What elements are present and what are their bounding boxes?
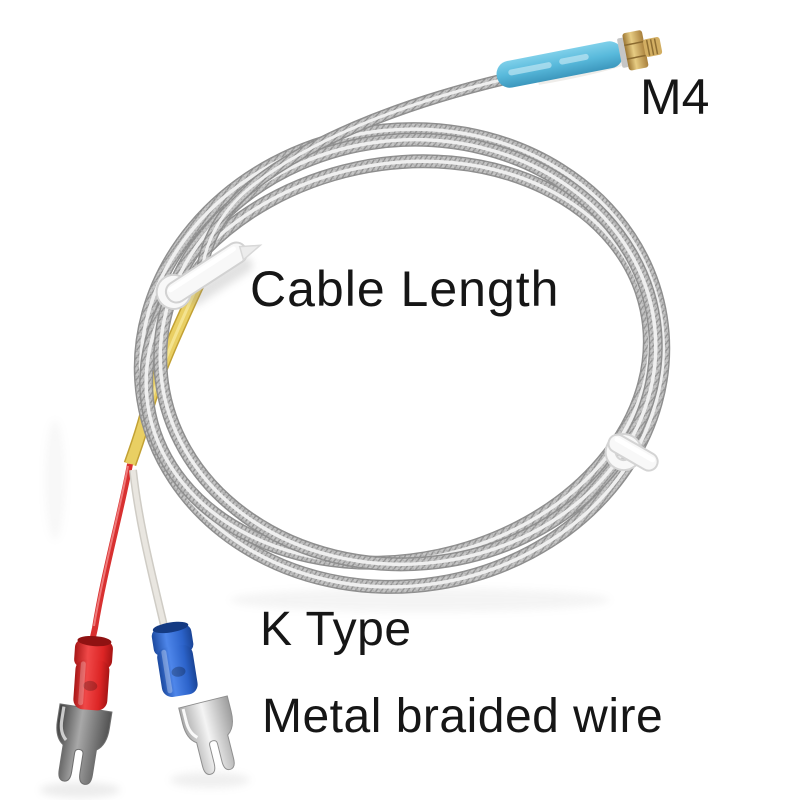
blue-terminal-crimp [151, 621, 198, 697]
m4-probe-connector [496, 30, 663, 88]
soft-shadows [40, 420, 610, 798]
label-k-type: K Type [260, 603, 412, 656]
coil-turn-middle [139, 154, 657, 570]
m4-threaded-stud [643, 37, 663, 57]
red-terminal-crimp [73, 635, 113, 711]
sleeve-marking [559, 53, 589, 65]
metal-braided-cable-coil [133, 122, 671, 594]
white-lead-wire [129, 469, 175, 644]
sleeve-marking [508, 62, 552, 76]
m4-brass-hex-nut [622, 30, 649, 71]
label-metal-braided-wire: Metal braided wire [262, 690, 664, 743]
white-cable-clip-top-left [155, 241, 263, 310]
coil-turn-inner [153, 132, 663, 572]
white-cable-clip-right [604, 433, 659, 472]
label-cable-length: Cable Length [250, 261, 560, 317]
label-m4: M4 [640, 69, 710, 125]
red-lead-wire [88, 463, 133, 647]
probe-lead-cable [196, 73, 507, 271]
coil-turn-outer [133, 122, 671, 594]
blue-heat-shrink-sleeve [496, 41, 623, 88]
blue-fork-terminal [151, 621, 235, 775]
red-fork-terminal [56, 635, 113, 785]
connector-washer [617, 37, 630, 68]
